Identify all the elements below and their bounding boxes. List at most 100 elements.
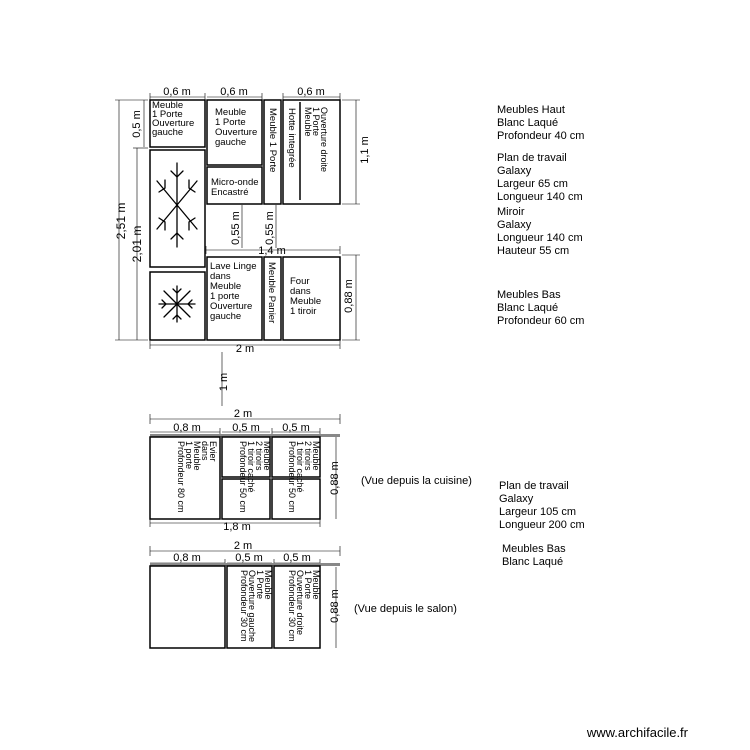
note-line: Longueur 140 cm: [497, 232, 583, 244]
dim-label: 0,5 m: [282, 422, 310, 434]
lower-cabinet-texts: Lave Linge dans Meuble 1 porte Ouverture…: [210, 261, 321, 323]
snowflake-icon: [156, 162, 198, 248]
cuisine-dimension-labels: 2 m 0,8 m 0,5 m 0,5 m 1,8 m 0,88 m (Vue …: [173, 408, 472, 533]
dim-label: 2 m: [234, 540, 252, 552]
cabinet-label-line: 1 Porte: [303, 570, 313, 599]
upper-cabinet-mid: [206, 99, 263, 166]
salon-cabinet-right: [273, 565, 321, 649]
cabinet-label-line: Ouverture: [210, 301, 252, 312]
salon-cabinet-texts: Meuble 1 Porte Ouverture gauche Profonde…: [239, 570, 321, 642]
drawer-cabinet: [271, 478, 321, 520]
upper-cabinets: [149, 99, 341, 268]
dim-label: 0,8 m: [173, 422, 201, 434]
dim-label: 0,88 m: [343, 279, 355, 313]
note-line: Profondeur 60 cm: [497, 315, 584, 327]
cabinet-label-line: 1 Porte: [215, 117, 246, 128]
cabinet-label-line: Meuble: [215, 107, 246, 118]
cabinet-label-line: Meuble: [290, 296, 321, 307]
cabinet-label-line: Hotte integrée: [286, 108, 297, 168]
note-line: Hauteur 55 cm: [497, 245, 569, 257]
cabinet-label-line: Meuble: [263, 570, 273, 600]
cabinet-label-line: Ouverture droite: [295, 570, 305, 635]
cabinet-label-line: 1 Porte: [152, 109, 183, 120]
note-line: Blanc Laqué: [497, 117, 558, 129]
cabinet-label-line: 1 Porte: [311, 107, 321, 136]
note-line: Longueur 200 cm: [499, 519, 585, 531]
top-dimension-labels: 0,6 m 0,6 m 0,6 m 0,5 m 2,51 m 2,01 m 1,…: [114, 86, 371, 391]
cabinet-label-line: dans: [290, 286, 311, 297]
dim-label: 0,5 m: [235, 552, 263, 564]
oven-unit: [282, 256, 341, 341]
dim-label: 0,5 m: [131, 110, 143, 138]
note-line: Galaxy: [499, 493, 534, 505]
sink-cabinet: [149, 436, 221, 520]
dim-label: 0,5 m: [232, 422, 260, 434]
cabinet-label-line: Meuble: [262, 441, 272, 471]
dim-label: 0,88 m: [329, 461, 341, 495]
cabinet-label-line: Meuble: [303, 107, 313, 137]
countertop: [150, 563, 340, 566]
dim-label: 0,8 m: [173, 552, 201, 564]
dim-label: 2 m: [234, 408, 252, 420]
dim-label: 1,1 m: [359, 136, 371, 164]
cabinet-label-line: Meuble Panier: [266, 262, 277, 323]
snowflake-icon: [158, 285, 196, 323]
note-line: Largeur 105 cm: [499, 506, 576, 518]
cabinet-label-line: Meuble 1 Porte: [267, 108, 278, 172]
cabinet-label-line: Micro-onde: [211, 177, 259, 188]
cabinet-label-line: Ouverture gauche: [247, 570, 257, 642]
cabinet-label-line: Profondeur 50 cm: [238, 441, 248, 513]
dim-label: 2,51 m: [114, 203, 128, 240]
note-line: Meubles Haut: [497, 104, 565, 116]
salon-dimension-labels: 2 m 0,8 m 0,5 m 0,5 m 0,88 m (Vue depuis…: [173, 540, 457, 623]
washer-unit: [206, 256, 263, 341]
note-line: Galaxy: [497, 165, 532, 177]
cabinet-label-line: Meuble: [311, 441, 321, 471]
cabinet-label-line: Encastré: [211, 187, 249, 198]
dim-label: 2,01 m: [130, 226, 144, 263]
hood-cabinet-unit: [282, 99, 341, 205]
cabinet-label-line: 1 tiroir caché: [295, 441, 305, 493]
microwave-unit: [206, 166, 263, 205]
fridge-unit: [149, 271, 206, 341]
note-line: Meubles Bas: [502, 543, 566, 555]
note-line: Plan de travail: [499, 480, 569, 492]
note-line: Blanc Laqué: [502, 556, 563, 568]
cuisine-dimension-lines: [149, 414, 341, 527]
cabinet-label-line: gauche: [215, 137, 246, 148]
sink-back-panel: [149, 565, 226, 649]
cabinet-label-line: 1 Porte: [255, 570, 265, 599]
material-notes: Meubles Haut Blanc Laqué Profondeur 40 c…: [497, 104, 585, 568]
dim-label: 1,8 m: [223, 521, 251, 533]
cabinet-label-line: Meuble: [152, 100, 183, 111]
cabinet-label-line: 2 tiroirs: [303, 441, 313, 471]
cuisine-cabinet-texts: Evier dans Meuble 1 porte Profondeur 80 …: [176, 441, 321, 513]
note-line: Galaxy: [497, 219, 532, 231]
dim-label: 0,55 m: [264, 211, 276, 245]
cabinet-label-line: gauche: [152, 127, 183, 138]
basket-cabinet: [263, 256, 282, 341]
upper-cabinet-texts: Meuble 1 Porte Ouverture gauche Meuble 1…: [152, 100, 329, 198]
drawer-cabinet: [221, 478, 271, 520]
cabinet-label-line: Meuble: [210, 281, 241, 292]
note-line: Profondeur 40 cm: [497, 130, 584, 142]
salon-cabinet-left: [226, 565, 273, 649]
cabinet-label-line: Four: [290, 276, 310, 287]
cabinet-label-line: Meuble: [311, 570, 321, 600]
cabinet-label-line: Profondeur 80 cm: [176, 441, 186, 513]
view-label: (Vue depuis le salon): [354, 603, 457, 615]
cabinet-label-line: 1 porte: [184, 441, 194, 469]
top-dimension-lines: [115, 93, 360, 406]
cabinet-label-line: Profondeur 30 cm: [239, 570, 249, 642]
cabinet-label-line: gauche: [210, 311, 241, 322]
dim-label: 2 m: [236, 343, 254, 355]
cabinet-label-line: 2 tiroirs: [254, 441, 264, 471]
drawer-cabinet: [271, 436, 321, 478]
note-line: Blanc Laqué: [497, 302, 558, 314]
watermark-link[interactable]: www.archifacile.fr: [586, 725, 688, 740]
freezer-unit: [149, 149, 206, 268]
cabinet-label-line: Evier: [208, 441, 218, 462]
countertop: [150, 434, 340, 437]
note-line: Longueur 140 cm: [497, 191, 583, 203]
